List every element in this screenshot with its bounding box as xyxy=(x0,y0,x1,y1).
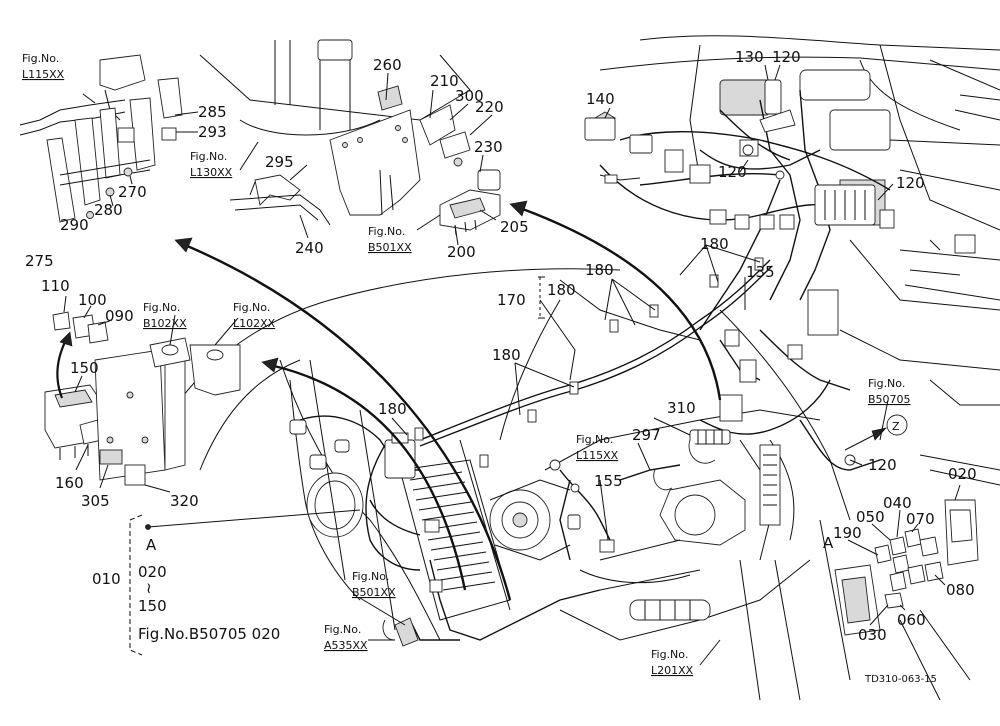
flow-arrows xyxy=(56,200,887,601)
part-label: 120 xyxy=(896,174,925,192)
part-label: 180 xyxy=(492,346,521,364)
part-label: 230 xyxy=(474,138,503,156)
part-label: 070 xyxy=(906,510,935,528)
part-label: 260 xyxy=(373,56,402,74)
part-label: 210 xyxy=(430,72,459,90)
part-label: 280 xyxy=(94,201,123,219)
fig-ref-top: Fig.No. xyxy=(868,377,905,390)
fig-ref-code: L115XX xyxy=(22,68,65,81)
fig-ref-code: L130XX xyxy=(190,166,233,179)
fig-ref-code: B501XX xyxy=(368,241,412,254)
part-label: 130 xyxy=(735,48,764,66)
fig-ref-top: Fig.No. xyxy=(190,150,227,163)
callout-a: A xyxy=(823,534,834,552)
part-label: 135 xyxy=(746,263,775,281)
part-label: 160 xyxy=(55,474,84,492)
part-label: 020 xyxy=(948,465,977,483)
part-number-labels: 260 210 300 220 285 293 230 270 280 290 … xyxy=(25,48,977,644)
legend-approx: ≀ xyxy=(146,579,152,597)
part-label: 180 xyxy=(378,400,407,418)
fig-ref-code: B102XX xyxy=(143,317,187,330)
part-label: 170 xyxy=(497,291,526,309)
relay-fuse-block xyxy=(44,311,241,486)
main-harness-170 xyxy=(289,257,881,647)
legend-range-code: 010 xyxy=(92,570,121,588)
part-label: 293 xyxy=(198,123,227,141)
part-label: 050 xyxy=(856,508,885,526)
part-label: 030 xyxy=(858,626,887,644)
part-label: 060 xyxy=(897,611,926,629)
part-label: 205 xyxy=(500,218,529,236)
connector-block-200 xyxy=(439,169,501,236)
part-label: 300 xyxy=(455,87,484,105)
fig-ref-top: Fig.No. xyxy=(324,623,361,636)
part-label: 295 xyxy=(265,153,294,171)
part-label: 120 xyxy=(772,48,801,66)
part-label: 110 xyxy=(41,277,70,295)
legend-text: A 020 ≀ 150 010 Fig.No.B50705 020 xyxy=(92,536,280,643)
part-label: 190 xyxy=(833,524,862,542)
legend-fig-ref: Fig.No.B50705 020 xyxy=(138,625,280,643)
drawing-code: TD310-063-15 xyxy=(864,674,937,685)
part-label: 100 xyxy=(78,291,107,309)
fig-ref-top: Fig.No. xyxy=(651,648,688,661)
part-label: 220 xyxy=(475,98,504,116)
fuse-set-lower-right xyxy=(834,499,979,636)
part-label: 040 xyxy=(883,494,912,512)
part-label: 240 xyxy=(295,239,324,257)
legend-from: 020 xyxy=(138,563,167,581)
fig-ref-top: Fig.No. xyxy=(22,52,59,65)
fig-ref-top: Fig.No. xyxy=(576,433,613,446)
part-label: 150 xyxy=(70,359,99,377)
part-label: 180 xyxy=(585,261,614,279)
legend-to: 150 xyxy=(138,597,167,615)
part-label: 140 xyxy=(586,90,615,108)
part-label: 155 xyxy=(594,472,623,490)
part-label: 120 xyxy=(868,456,897,474)
figure-references: Fig.No. L115XX Fig.No. L130XX Fig.No. B5… xyxy=(22,52,911,677)
part-label: 290 xyxy=(60,216,89,234)
part-label: 320 xyxy=(170,492,199,510)
part-label: 270 xyxy=(118,183,147,201)
fig-ref-top: Fig.No. xyxy=(368,225,405,238)
part-label: 200 xyxy=(447,243,476,261)
part-label: 285 xyxy=(198,103,227,121)
legend-marker: A xyxy=(146,536,157,554)
callout-z-circle xyxy=(886,414,908,436)
fig-ref-top: Fig.No. xyxy=(233,301,270,314)
part-label: 305 xyxy=(81,492,110,510)
callout-z: Z xyxy=(892,420,900,433)
part-label: 080 xyxy=(946,581,975,599)
part-label: 180 xyxy=(547,281,576,299)
engine-block xyxy=(489,409,821,641)
leader-lines xyxy=(63,64,961,666)
part-label: 297 xyxy=(632,426,661,444)
fig-ref-code: A535XX xyxy=(324,639,368,652)
fig-ref-code: L115XX xyxy=(576,449,619,462)
bracket-assembly-top-left xyxy=(19,54,183,223)
steering-column xyxy=(199,39,471,136)
part-label: 120 xyxy=(718,163,747,181)
part-label: 180 xyxy=(700,235,729,253)
fig-ref-code: L201XX xyxy=(651,664,694,677)
fig-ref-code: L102XX xyxy=(233,317,276,330)
fig-ref-code: B501XX xyxy=(352,586,396,599)
fig-ref-top: Fig.No. xyxy=(143,301,180,314)
fig-ref-top: Fig.No. xyxy=(352,570,389,583)
legend-bracket xyxy=(129,276,545,656)
part-label: 310 xyxy=(667,399,696,417)
part-label: 090 xyxy=(105,307,134,325)
fig-ref-code: B50705 xyxy=(868,393,911,406)
part-label: 275 xyxy=(25,252,54,270)
